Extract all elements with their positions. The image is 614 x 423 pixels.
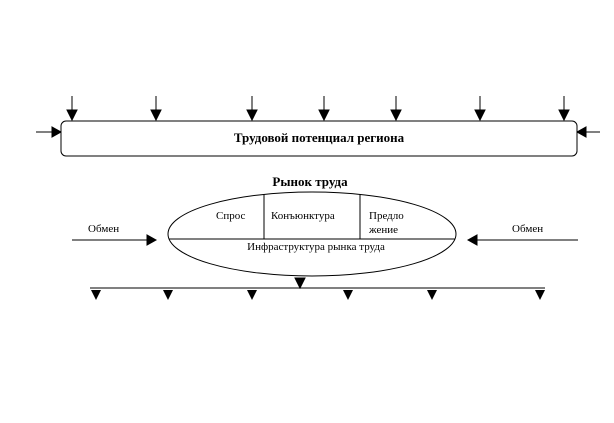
demand-label: Спрос [216, 210, 245, 222]
arrow-down-icon [318, 96, 330, 122]
arrow-down-icon [474, 96, 486, 122]
arrow-down-icon [558, 96, 570, 122]
potential-box-label: Трудовой потенциал региона [234, 130, 405, 145]
arrow-down-icon [150, 96, 162, 122]
bottom-output-arrows [91, 290, 545, 300]
exchange-right-arrow-icon [466, 234, 578, 246]
arrow-right-icon [36, 126, 63, 138]
exchange-left-arrow-icon [72, 234, 158, 246]
exchange-right-label: Обмен [512, 223, 543, 235]
market-output-arrow-icon [294, 277, 306, 290]
arrow-down-icon [427, 290, 437, 300]
arrow-down-icon [535, 290, 545, 300]
exchange-left-label: Обмен [88, 223, 119, 235]
conjuncture-label: Конъюнктура [271, 210, 335, 222]
arrow-down-icon [343, 290, 353, 300]
market-dividers [168, 192, 456, 240]
arrow-down-icon [163, 290, 173, 300]
arrow-down-icon [390, 96, 402, 122]
market-ellipse [167, 191, 457, 277]
market-title: Рынок труда [272, 174, 348, 189]
supply-label: Предло жение [368, 210, 404, 236]
arrow-down-icon [91, 290, 101, 300]
supply-label-line2: жение [368, 224, 398, 236]
arrow-left-icon [575, 126, 600, 138]
infrastructure-label: Инфраструктура рынка труда [247, 241, 385, 253]
top-input-arrows [66, 96, 570, 122]
potential-box [60, 120, 578, 157]
arrow-down-icon [247, 290, 257, 300]
arrow-down-icon [66, 96, 78, 122]
arrow-down-icon [246, 96, 258, 122]
supply-label-line1: Предло [369, 210, 404, 222]
